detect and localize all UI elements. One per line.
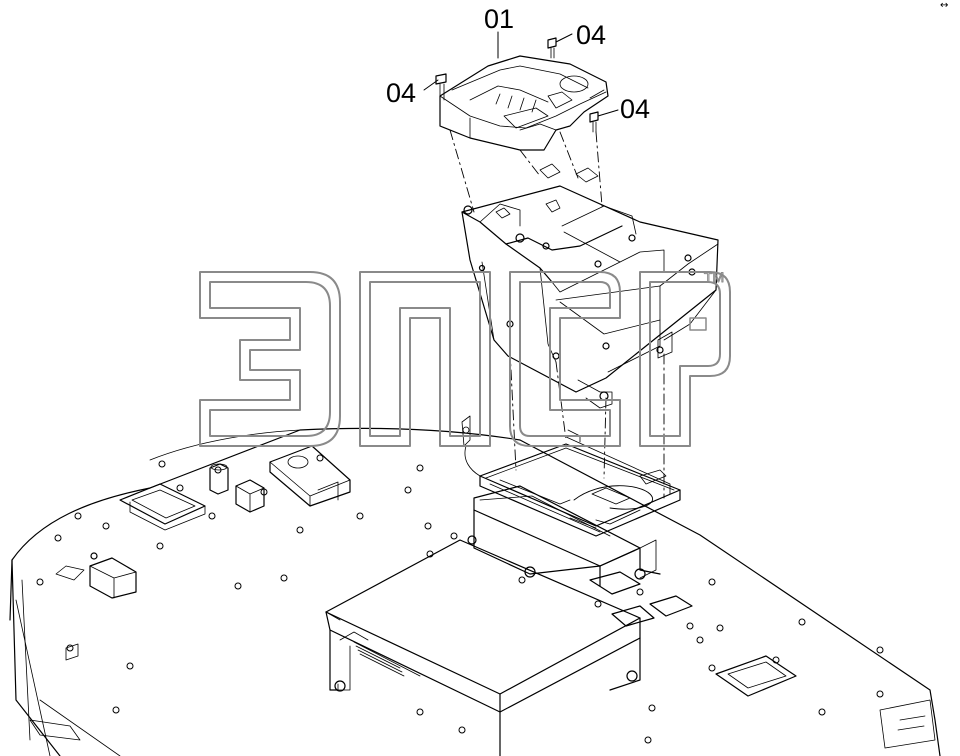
floor-holes (36, 454, 884, 744)
floor-plate-bracket (269, 445, 351, 507)
assembly-center-lines (449, 129, 665, 499)
seat-slide-base (467, 485, 661, 587)
corner-mark: ↔ (940, 0, 949, 11)
callout-04-top: 04 (576, 20, 607, 50)
floor-slot-left (119, 483, 206, 531)
leader-lines (423, 31, 619, 117)
wiring-harness (573, 485, 653, 525)
bolt-04-left (435, 73, 447, 101)
callout-01: 01 (484, 4, 515, 34)
seat-pedestal-box (325, 539, 641, 756)
base-floor-plate (9, 427, 941, 756)
floor-spacer-blocks (65, 463, 265, 661)
watermark-logo (199, 271, 731, 447)
watermark-trademark: TM (704, 269, 724, 285)
floor-slots-right (589, 571, 797, 697)
bolt-04-top (547, 37, 557, 59)
seat-slide-rails (461, 415, 681, 537)
callout-04-right: 04 (620, 94, 651, 124)
floor-bracket-small-left (55, 552, 137, 599)
console-cover (439, 55, 609, 151)
bolt-04-right (589, 111, 599, 133)
callout-04-left: 04 (386, 78, 417, 108)
